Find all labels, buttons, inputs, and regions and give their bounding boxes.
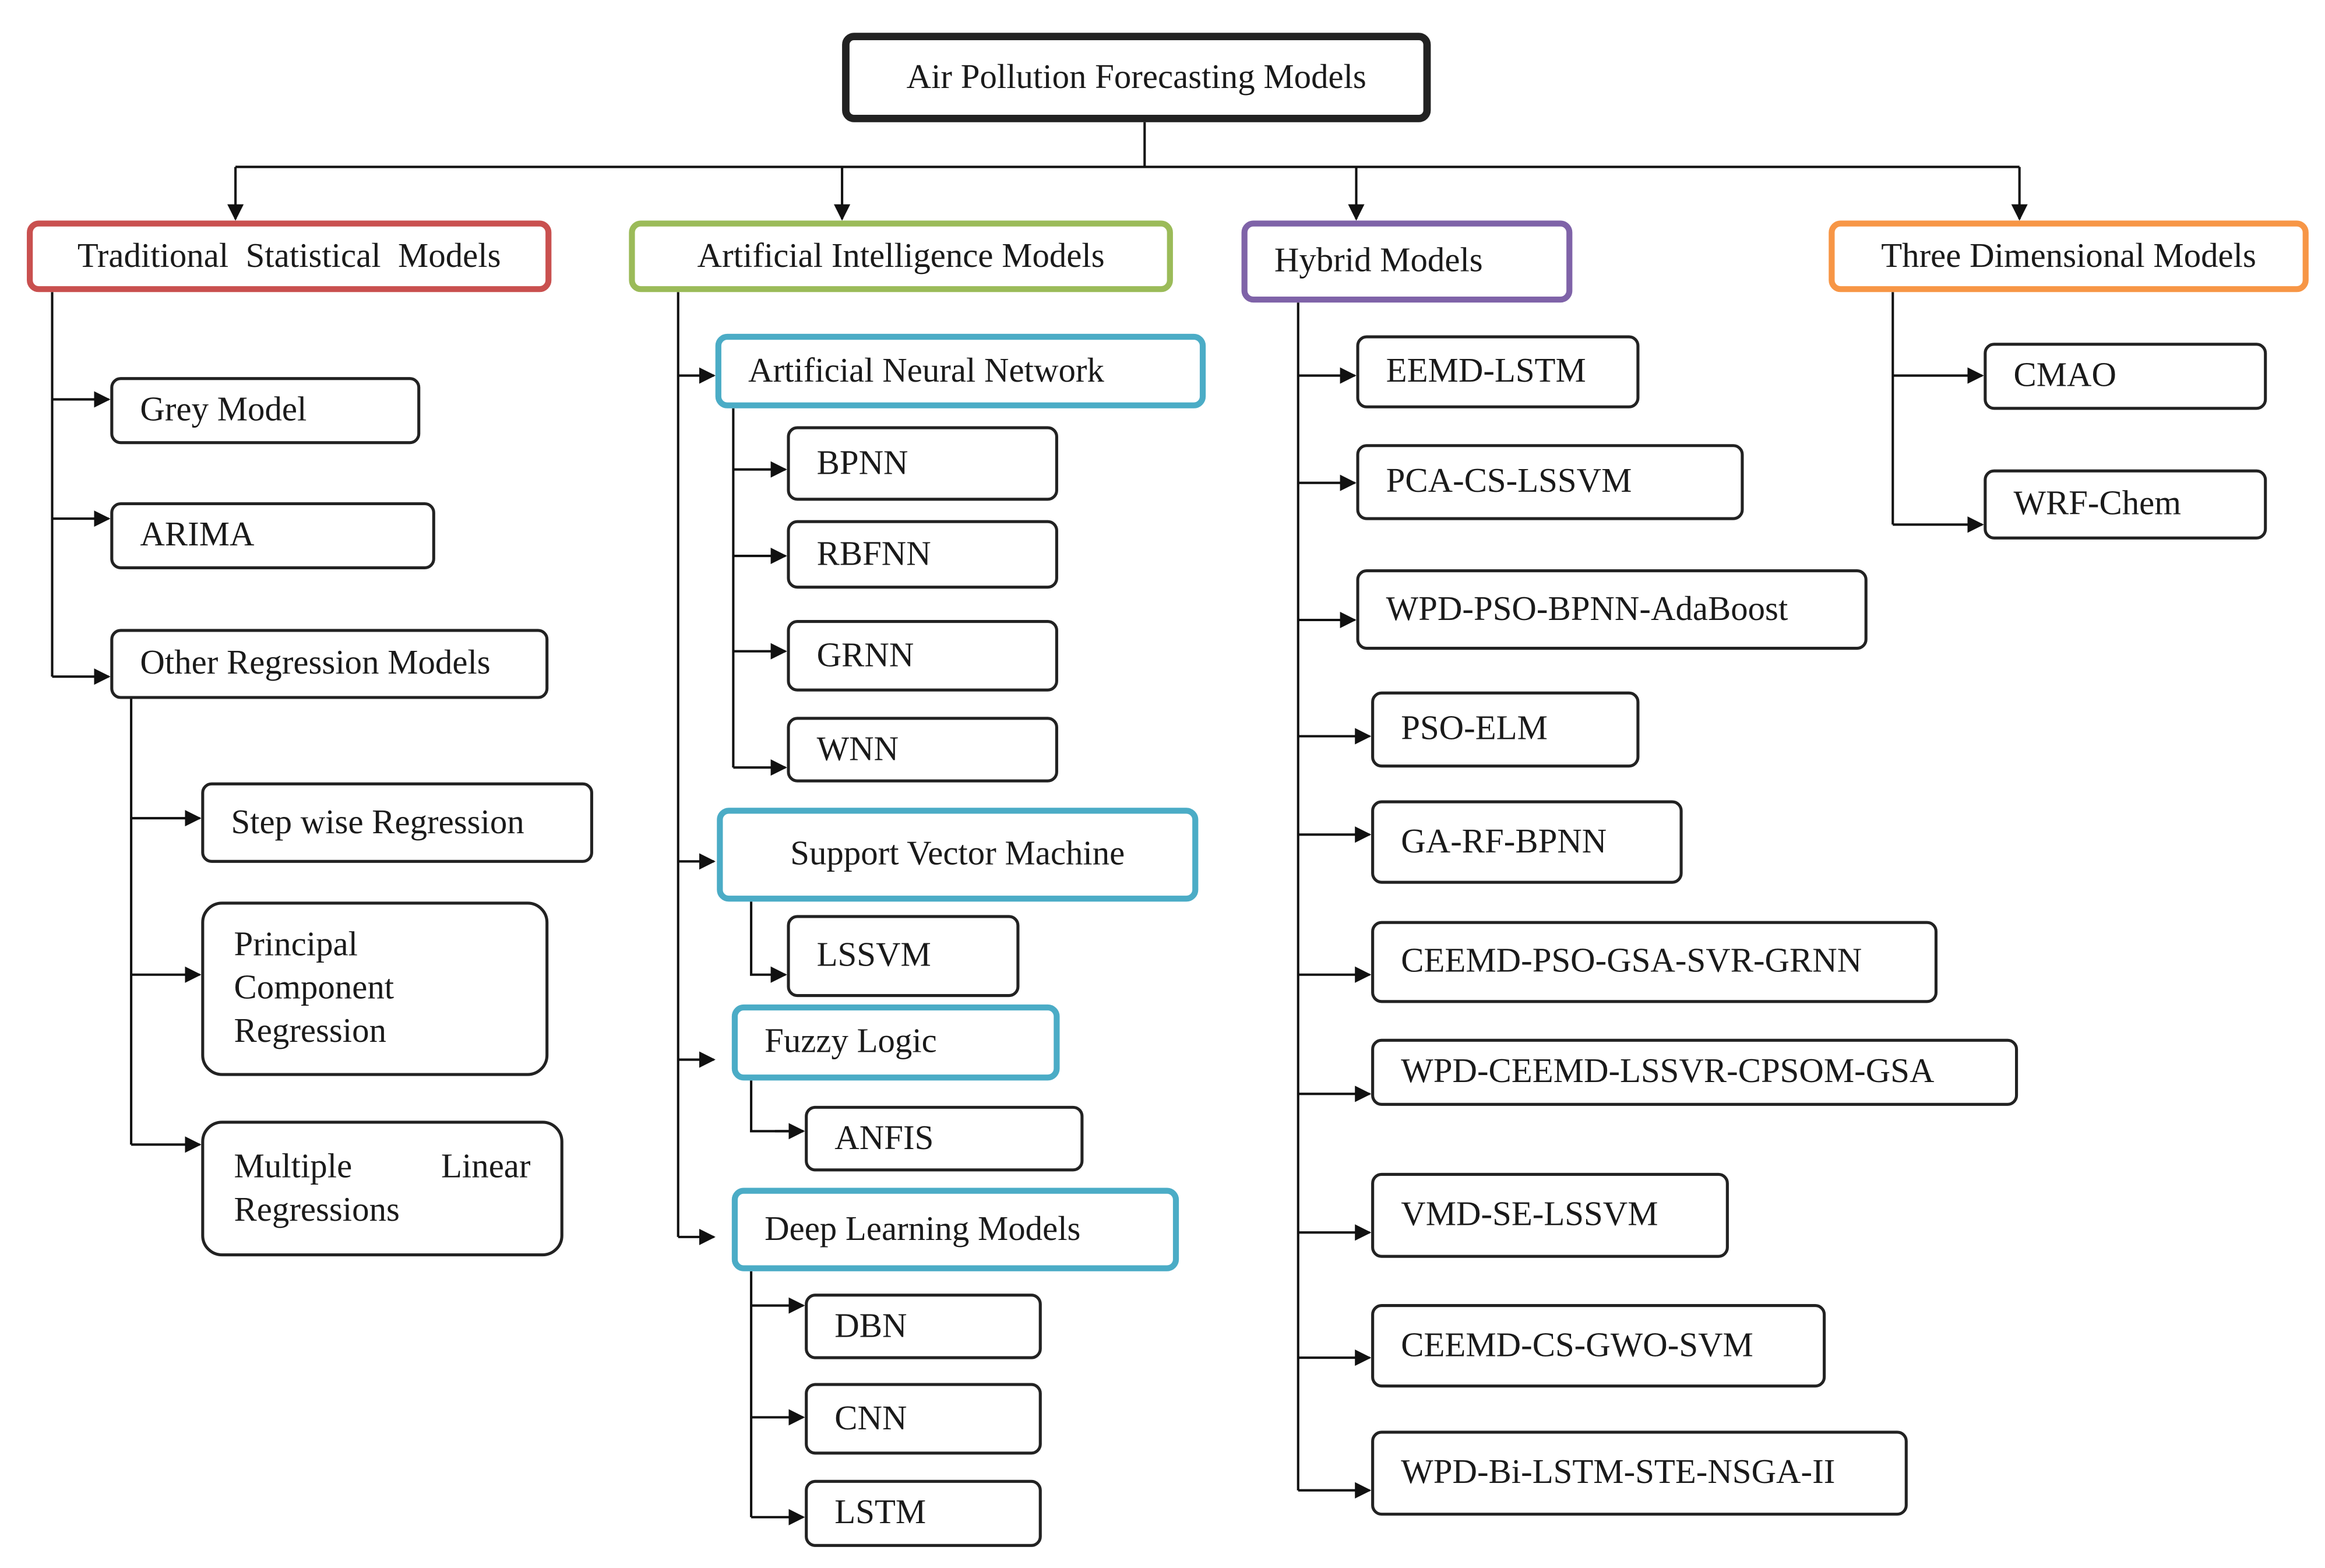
node-anfis: ANFIS <box>805 1105 1084 1172</box>
sub-deep-learning-models: Deep Learning Models <box>731 1188 1179 1271</box>
node-grey-model-label: Grey Model <box>140 390 307 428</box>
node-pso-elm: PSO-ELM <box>1371 691 1640 768</box>
category-hybrid-label: Hybrid Models <box>1274 241 1483 279</box>
svm-branch-arrow <box>750 901 787 983</box>
root-node: Air Pollution Forecasting Models <box>842 33 1431 122</box>
node-wpd-ceemd-lssvr-cpsom-gsa: WPD-CEEMD-LSSVR-CPSOM-GSA <box>1371 1038 2018 1106</box>
node-lssvm-label: LSSVM <box>816 936 931 974</box>
sub-support-vector-machine-label: Support Vector Machine <box>790 834 1125 872</box>
node-ga-rf-bpnn-label: GA-RF-BPNN <box>1401 822 1607 859</box>
node-ga-rf-bpnn: GA-RF-BPNN <box>1371 800 1683 884</box>
sub-support-vector-machine: Support Vector Machine <box>717 808 1199 902</box>
node-grey-model: Grey Model <box>110 377 421 445</box>
category-traditional: Traditional Statistical Models <box>27 220 552 293</box>
node-bpnn: BPNN <box>787 426 1058 501</box>
node-multiple-linear-regressions: Multiple Linear Regressions <box>201 1120 563 1257</box>
node-wpd-pso-bpnn-adaboost-label: WPD-PSO-BPNN-AdaBoost <box>1386 589 1788 627</box>
node-rbfnn: RBFNN <box>787 520 1058 589</box>
category-ai: Artificial Intelligence Models <box>629 220 1173 293</box>
node-cmao: CMAO <box>1984 343 2267 410</box>
category-three-dimensional: Three Dimensional Models <box>1829 220 2309 293</box>
node-ceemd-cs-gwo-svm: CEEMD-CS-GWO-SVM <box>1371 1303 1826 1388</box>
node-wpd-pso-bpnn-adaboost: WPD-PSO-BPNN-AdaBoost <box>1356 569 1868 650</box>
node-stepwise-regression: Step wise Regression <box>201 782 593 863</box>
node-arima: ARIMA <box>110 502 435 570</box>
category-ai-label: Artificial Intelligence Models <box>697 236 1105 274</box>
node-cmao-label: CMAO <box>2013 356 2116 394</box>
sub-deep-learning-models-label: Deep Learning Models <box>765 1209 1081 1247</box>
node-wrf-chem-label: WRF-Chem <box>2013 484 2182 522</box>
node-lstm-label: LSTM <box>834 1493 927 1531</box>
node-arima-label: ARIMA <box>140 516 255 554</box>
node-bpnn-label: BPNN <box>816 443 908 481</box>
node-cnn: CNN <box>805 1383 1042 1455</box>
node-eemd-lstm-label: EEMD-LSTM <box>1386 351 1586 389</box>
node-wrf-chem: WRF-Chem <box>1984 469 2267 540</box>
node-lstm: LSTM <box>805 1479 1042 1547</box>
sub-artificial-neural-network: Artificial Neural Network <box>715 333 1206 408</box>
node-other-regression-label: Other Regression Models <box>140 644 491 682</box>
node-principal-component-regression-label: Principal Component Regression <box>234 926 394 1049</box>
node-wnn-label: WNN <box>816 730 899 767</box>
node-lssvm: LSSVM <box>787 915 1020 998</box>
node-wpd-bi-lstm-ste-nsga-ii: WPD-Bi-LSTM-STE-NSGA-II <box>1371 1430 1908 1516</box>
node-rbfnn-label: RBFNN <box>816 534 931 572</box>
category-three-dimensional-label: Three Dimensional Models <box>1881 236 2256 274</box>
node-dbn: DBN <box>805 1294 1042 1359</box>
node-vmd-se-lssvm: VMD-SE-LSSVM <box>1371 1172 1729 1258</box>
node-other-regression: Other Regression Models <box>110 629 549 699</box>
sub-fuzzy-logic: Fuzzy Logic <box>731 1004 1060 1081</box>
node-ceemd-cs-gwo-svm-label: CEEMD-CS-GWO-SVM <box>1401 1326 1753 1363</box>
node-wnn: WNN <box>787 717 1058 783</box>
node-wpd-bi-lstm-ste-nsga-ii-label: WPD-Bi-LSTM-STE-NSGA-II <box>1401 1453 1836 1491</box>
sub-fuzzy-logic-label: Fuzzy Logic <box>765 1022 937 1060</box>
node-multiple-linear-regressions-label: Multiple Linear Regressions <box>234 1147 531 1228</box>
fuzzy-branch-line <box>750 1080 804 1133</box>
root-label: Air Pollution Forecasting Models <box>906 57 1366 95</box>
node-vmd-se-lssvm-label: VMD-SE-LSSVM <box>1401 1195 1658 1233</box>
node-cnn-label: CNN <box>834 1398 907 1436</box>
node-pca-cs-lssvm: PCA-CS-LSSVM <box>1356 444 1744 520</box>
node-anfis-label: ANFIS <box>834 1118 934 1156</box>
node-eemd-lstm: EEMD-LSTM <box>1356 335 1640 408</box>
node-dbn-label: DBN <box>834 1306 907 1344</box>
sub-artificial-neural-network-label: Artificial Neural Network <box>748 351 1104 389</box>
node-grnn: GRNN <box>787 620 1058 692</box>
node-wpd-ceemd-lssvr-cpsom-gsa-label: WPD-CEEMD-LSSVR-CPSOM-GSA <box>1401 1052 1935 1090</box>
node-principal-component-regression: Principal Component Regression <box>201 901 549 1076</box>
node-pca-cs-lssvm-label: PCA-CS-LSSVM <box>1386 462 1632 500</box>
node-ceemd-pso-gsa-svr-grnn: CEEMD-PSO-GSA-SVR-GRNN <box>1371 921 1938 1003</box>
node-pso-elm-label: PSO-ELM <box>1401 709 1548 747</box>
node-ceemd-pso-gsa-svr-grnn-label: CEEMD-PSO-GSA-SVR-GRNN <box>1401 942 1862 979</box>
node-grnn-label: GRNN <box>816 636 914 674</box>
category-hybrid: Hybrid Models <box>1241 220 1573 303</box>
category-traditional-label: Traditional Statistical Models <box>77 236 501 274</box>
node-stepwise-regression-label: Step wise Regression <box>231 802 524 840</box>
